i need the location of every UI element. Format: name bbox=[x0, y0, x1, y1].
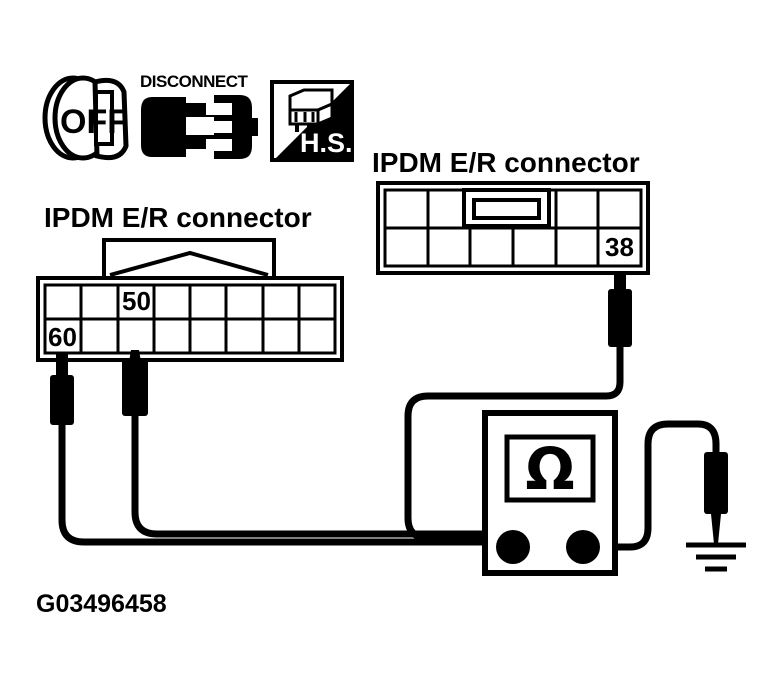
meter-left-terminal[interactable] bbox=[496, 530, 530, 564]
wire-ground-lead bbox=[596, 420, 720, 551]
ohmmeter: Ω bbox=[482, 410, 618, 576]
wire-pin-50 bbox=[131, 356, 500, 538]
ohm-symbol: Ω bbox=[525, 435, 574, 503]
disconnect-label: DISCONNECT bbox=[140, 72, 249, 91]
pin-label-60: 60 bbox=[48, 322, 77, 352]
right-connector-title: IPDM E/R connector bbox=[372, 147, 640, 178]
wire-pin-38 bbox=[404, 276, 624, 542]
meter-right-terminal[interactable] bbox=[566, 530, 600, 564]
hs-label: H.S. bbox=[300, 128, 353, 158]
hs-connector-sketch bbox=[288, 88, 334, 132]
figure-caption: G03496458 bbox=[36, 590, 167, 618]
ignition-off-icon: OFF bbox=[42, 75, 129, 161]
right-connector: 38 bbox=[376, 181, 650, 275]
wire-pin-60 bbox=[58, 356, 500, 546]
pin-label-38: 38 bbox=[605, 232, 634, 262]
harness-side-icon: H.S. bbox=[270, 80, 354, 162]
probe-ground bbox=[704, 452, 728, 544]
probe-pin-38 bbox=[608, 273, 632, 347]
pin-label-50: 50 bbox=[122, 286, 151, 316]
left-connector-latch-peak bbox=[109, 250, 269, 277]
ground-symbol bbox=[686, 542, 746, 572]
left-connector-title: IPDM E/R connector bbox=[44, 202, 312, 233]
ignition-off-label: OFF bbox=[60, 103, 128, 141]
right-connector-slot bbox=[472, 198, 541, 220]
left-connector: 50 60 bbox=[36, 238, 344, 362]
disconnect-icon: DISCONNECT bbox=[140, 72, 258, 159]
meter-display bbox=[504, 434, 596, 503]
left-connector-latch bbox=[102, 238, 276, 284]
probe-pin-60 bbox=[50, 353, 74, 425]
probe-pin-50 bbox=[122, 350, 148, 416]
